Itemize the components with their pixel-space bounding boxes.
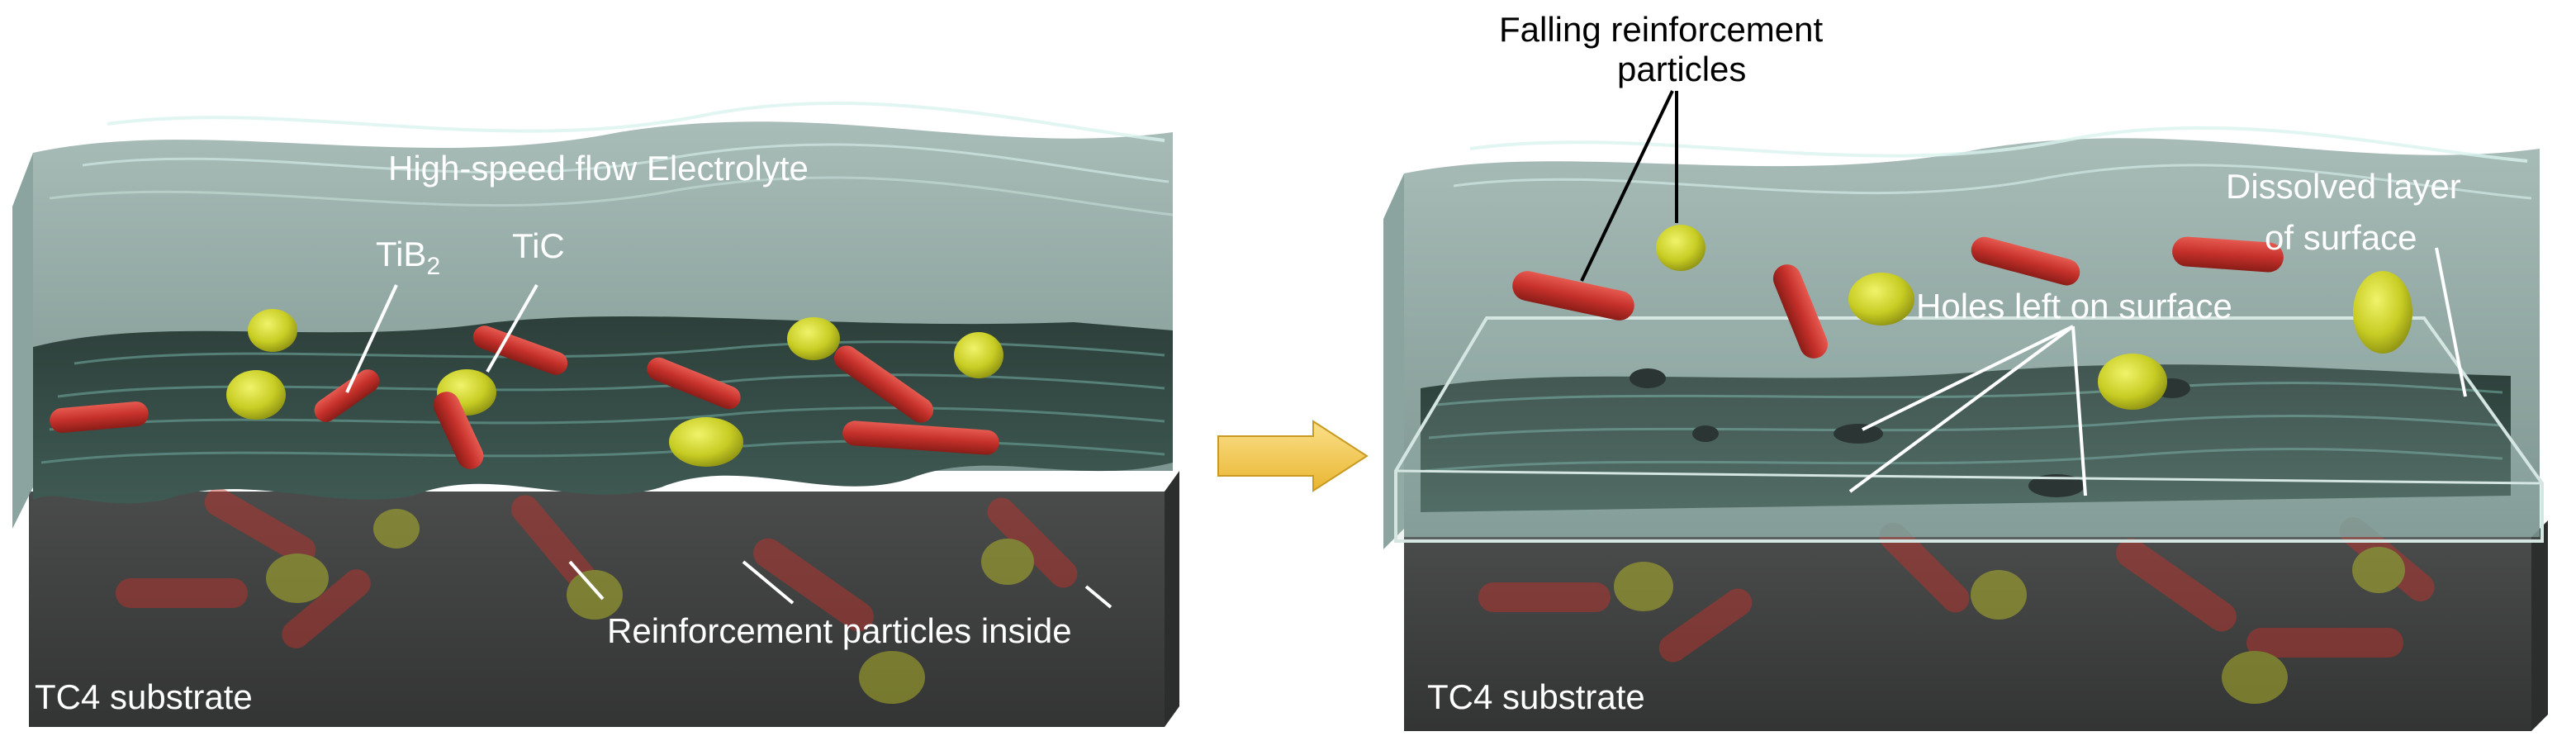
tic-particle (433, 392, 484, 469)
tib2-particle (226, 370, 286, 420)
inside-particles-label: Reinforcement particles inside (607, 611, 1072, 650)
tic-particle (50, 401, 149, 433)
holes-label: Holes left on surface (1916, 287, 2232, 325)
left-electrolyte-top-waves (107, 101, 1165, 142)
falling-tic-particle (1772, 264, 1829, 359)
right-surface-ripples (1424, 382, 2503, 473)
tib2-particle (787, 317, 840, 360)
left-leader-lines (345, 284, 1112, 609)
tib2-particle (954, 332, 1003, 378)
falling-tic-particle (1971, 236, 2080, 286)
right-panel: Falling reinforcement particles Holes le… (1383, 10, 2548, 731)
left-substrate-front (29, 492, 1165, 727)
dissolved-label-line1: Dissolved layer (2226, 167, 2461, 206)
falling-tic-particle (2172, 236, 2284, 273)
tic-particle (314, 369, 380, 422)
process-arrow-icon (1217, 420, 1369, 492)
left-rough-surface (33, 316, 1173, 504)
tic-particle (842, 420, 999, 455)
left-panel: High-speed flow Electrolyte TiB2 TiC Rei… (12, 101, 1179, 727)
tic-particle (833, 345, 934, 423)
left-surface-particles (50, 309, 1003, 469)
falling-particles-label-line2: particles (1617, 50, 1746, 88)
tic-particle (472, 325, 568, 375)
falling-particles-label-line1: Falling reinforcement (1499, 10, 1824, 49)
dissolved-label-line2: of surface (2265, 218, 2417, 257)
left-substrate-side (1165, 471, 1179, 727)
tib2-particle (669, 417, 743, 467)
right-embedded-particles (1478, 516, 2435, 704)
dissolved-layer-box (1394, 316, 2544, 543)
falling-tib2-particle (1656, 225, 1705, 271)
falling-tib2-particle (1848, 273, 1914, 325)
falling-tib2-particle (2353, 271, 2412, 354)
right-substrate-label: TC4 substrate (1427, 677, 1645, 716)
tib2-label: TiB2 (376, 235, 440, 280)
right-substrate-side (2531, 520, 2548, 731)
right-substrate-front (1404, 537, 2531, 731)
right-electrolyte-side (1383, 173, 1404, 549)
left-electrolyte-side (12, 153, 33, 529)
falling-tic-particle (1512, 271, 1634, 321)
left-substrate-label: TC4 substrate (35, 677, 253, 716)
right-leader-lines (1580, 90, 2467, 496)
falling-particles (1512, 225, 2412, 410)
falling-tib2-particle (2098, 354, 2167, 410)
tib2-particle (248, 309, 297, 352)
electrolyte-label: High-speed flow Electrolyte (388, 149, 809, 188)
tic-label: TiC (512, 226, 565, 265)
tic-particle (647, 357, 741, 410)
